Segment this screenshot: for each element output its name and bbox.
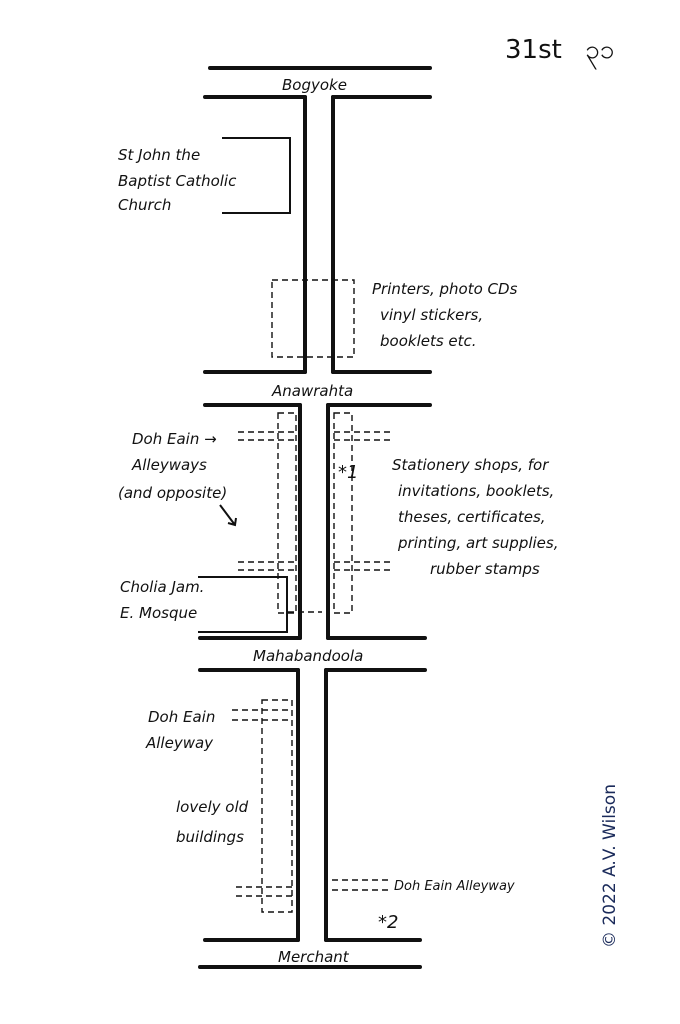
- street-label-mahabandoola: Mahabandoola: [253, 647, 363, 665]
- printers-label: Printers, photo CDs: [372, 280, 518, 298]
- mosque-building: Cholia Jam. E. Mosque: [120, 576, 288, 633]
- doh-eain-alleyways: Doh Eain → Alleyways (and opposite) *1: [118, 412, 390, 614]
- street-merchant: Merchant: [198, 938, 422, 969]
- stationery-label: invitations, booklets,: [398, 482, 554, 500]
- doh-eain-label: Doh Eain: [148, 708, 215, 726]
- doh-eain-label: (and opposite): [118, 484, 227, 502]
- old-buildings-area: Doh Eain Alleyway lovely old buildings D…: [145, 699, 515, 933]
- street-label-bogyoke: Bogyoke: [282, 76, 347, 94]
- doh-eain-label: Doh Eain →: [132, 430, 217, 448]
- doh-eain-label: Alleyway: [145, 734, 214, 752]
- street-31st: [296, 95, 335, 942]
- street-label-anawrahta: Anawrahta: [271, 382, 353, 400]
- doh-eain-label: Alleyways: [131, 456, 207, 474]
- old-buildings-label: buildings: [176, 828, 244, 846]
- church-building: St John the Baptist Catholic Church: [118, 137, 291, 214]
- mosque-label: Cholia Jam.: [120, 578, 204, 596]
- street-mahabandoola: Mahabandoola: [198, 636, 427, 672]
- printers-area: Printers, photo CDs vinyl stickers, book…: [271, 279, 518, 358]
- church-label: Baptist Catholic: [118, 172, 237, 190]
- street-label-merchant: Merchant: [278, 948, 350, 966]
- church-label: St John the: [118, 146, 200, 164]
- stationery-label: Stationery shops, for: [392, 456, 549, 474]
- printers-label: vinyl stickers,: [380, 306, 483, 324]
- printers-label: booklets etc.: [380, 332, 477, 350]
- marker-1: *1: [338, 462, 358, 483]
- stationery-label: theses, certificates,: [398, 508, 546, 526]
- doh-eain-label: Doh Eain Alleyway: [394, 879, 515, 894]
- marker-2: *2: [378, 912, 398, 933]
- stationery-label: printing, art supplies,: [397, 534, 559, 552]
- map-title: 31st: [505, 35, 562, 65]
- credit-signature: © 2022 A.V. Wilson: [600, 784, 620, 948]
- stationery-shops-label: Stationery shops, for invitations, bookl…: [392, 456, 559, 578]
- church-label: Church: [118, 196, 171, 214]
- map-title-burmese: ၃၁: [585, 35, 614, 70]
- stationery-label: rubber stamps: [430, 560, 540, 578]
- old-buildings-label: lovely old: [176, 798, 249, 816]
- street-bogyoke: Bogyoke: [203, 66, 432, 99]
- mosque-label: E. Mosque: [120, 604, 197, 622]
- street-anawrahta: Anawrahta: [203, 370, 432, 407]
